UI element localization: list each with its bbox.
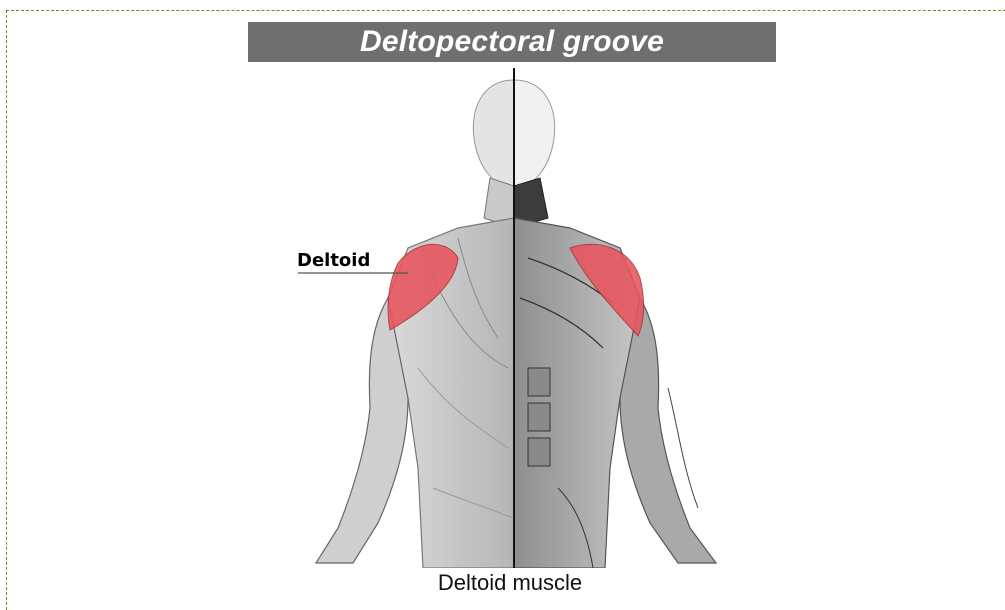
left-arm: [316, 298, 408, 563]
head-back: [473, 80, 514, 190]
anatomy-illustration: [258, 68, 768, 568]
right-arm: [620, 298, 716, 563]
title-bar: Deltopectoral groove: [248, 22, 776, 62]
title: Deltopectoral groove: [360, 25, 664, 59]
head-front: [514, 80, 555, 190]
deltoid-label: Deltoid: [297, 250, 370, 271]
caption: Deltoid muscle: [240, 570, 780, 596]
